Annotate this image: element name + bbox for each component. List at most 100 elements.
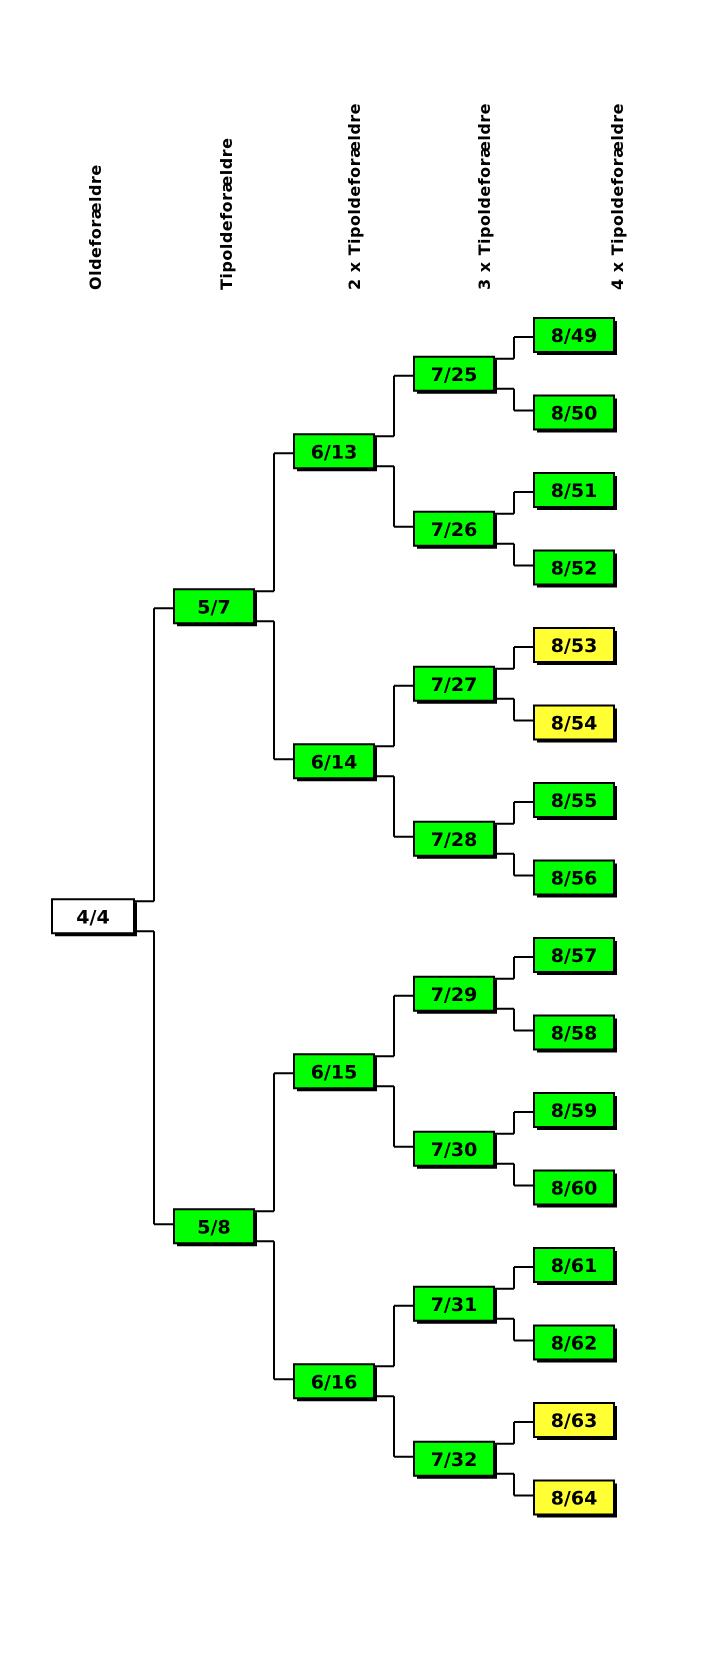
ancestor-box-8-55: 8/55: [533, 782, 617, 820]
box-label: 4/4: [76, 906, 109, 928]
box-fill: [293, 433, 375, 470]
ancestor-box-8-57: 8/57: [533, 937, 617, 975]
ancestor-box-8-56: 8/56: [533, 859, 617, 898]
ancestor-box-6-13: 6/13: [293, 433, 377, 472]
box-fill: [533, 1014, 615, 1051]
box-label: 7/26: [431, 519, 478, 541]
box-label: 7/25: [431, 364, 478, 386]
box-fill: [533, 704, 615, 741]
ancestor-box-7-31: 7/31: [413, 1285, 497, 1324]
box-fill: [413, 510, 495, 547]
box-fill: [293, 743, 375, 780]
ancestor-box-5-8: 5/8: [173, 1208, 257, 1247]
box-label: 8/50: [551, 403, 598, 425]
box-fill: [533, 317, 615, 353]
box-fill: [533, 859, 615, 896]
box-fill: [533, 937, 615, 973]
ancestor-box-6-16: 6/16: [293, 1363, 377, 1402]
ancestor-box-8-64: 8/64: [533, 1479, 617, 1518]
ancestor-box-7-26: 7/26: [413, 510, 497, 549]
box-fill: [413, 820, 495, 857]
box-fill: [533, 472, 615, 508]
box-label: 8/64: [551, 1488, 598, 1510]
ancestor-box-7-27: 7/27: [413, 665, 497, 704]
ancestor-box-5-7: 5/7: [173, 588, 257, 627]
box-label: 7/29: [431, 984, 478, 1006]
box-fill: [533, 1092, 615, 1128]
box-fill: [413, 975, 495, 1012]
box-fill: [533, 1402, 615, 1438]
box-label: 7/27: [431, 674, 478, 696]
ancestor-box-7-32: 7/32: [413, 1440, 497, 1479]
ancestor-box-4-4: 4/4: [51, 898, 137, 937]
ancestor-box-8-52: 8/52: [533, 549, 617, 588]
box-fill: [293, 1053, 375, 1090]
column-header-4: 4 x Tipoldeforældre: [608, 103, 627, 290]
column-headers: Oldeforældre Tipoldeforældre 2 x Tipolde…: [86, 103, 627, 290]
box-fill: [173, 588, 255, 625]
box-label: 8/59: [551, 1100, 598, 1122]
column-header-0: Oldeforældre: [86, 164, 105, 290]
box-fill: [173, 1208, 255, 1245]
box-fill: [413, 1285, 495, 1322]
ancestor-box-7-25: 7/25: [413, 355, 497, 394]
connector-lines: [134, 336, 534, 1497]
ancestor-box-8-61: 8/61: [533, 1247, 617, 1285]
ancestor-box-8-63: 8/63: [533, 1402, 617, 1440]
box-label: 8/55: [551, 790, 598, 812]
box-fill: [533, 1479, 615, 1516]
box-fill: [293, 1363, 375, 1400]
box-label: 8/56: [551, 868, 598, 890]
box-fill: [413, 355, 495, 392]
box-label: 6/14: [311, 751, 358, 773]
box-label: 5/7: [197, 596, 230, 618]
box-label: 8/63: [551, 1410, 598, 1432]
box-label: 7/28: [431, 829, 478, 851]
ancestor-box-7-30: 7/30: [413, 1130, 497, 1169]
box-fill: [533, 549, 615, 586]
box-label: 7/30: [431, 1139, 478, 1161]
box-fill: [533, 394, 615, 431]
box-label: 8/62: [551, 1333, 598, 1355]
box-fill: [413, 1130, 495, 1167]
ancestor-nodes: 8/49 8/50 7/25 8/51 8/52 7/26 6/13 8/53 8/54 7/27…: [51, 317, 617, 1518]
ancestor-box-8-62: 8/62: [533, 1324, 617, 1363]
box-label: 6/16: [311, 1371, 358, 1393]
ancestor-box-8-59: 8/59: [533, 1092, 617, 1130]
box-fill: [413, 665, 495, 702]
ancestor-box-8-54: 8/54: [533, 704, 617, 743]
ancestor-box-8-51: 8/51: [533, 472, 617, 510]
box-fill: [533, 1247, 615, 1283]
box-label: 8/54: [551, 713, 598, 735]
box-fill: [533, 627, 615, 663]
box-fill: [413, 1440, 495, 1477]
box-fill: [533, 782, 615, 818]
column-header-1: Tipoldeforældre: [217, 138, 236, 290]
ancestor-box-7-29: 7/29: [413, 975, 497, 1014]
box-label: 8/53: [551, 635, 598, 657]
ancestor-box-6-14: 6/14: [293, 743, 377, 782]
box-label: 8/57: [551, 945, 598, 967]
ancestor-box-8-50: 8/50: [533, 394, 617, 433]
box-label: 8/52: [551, 558, 598, 580]
ancestor-box-8-49: 8/49: [533, 317, 617, 355]
box-label: 7/31: [431, 1294, 478, 1316]
box-label: 8/61: [551, 1255, 598, 1277]
box-label: 5/8: [197, 1216, 230, 1238]
box-fill: [533, 1169, 615, 1206]
box-fill: [51, 898, 135, 935]
ancestor-box-7-28: 7/28: [413, 820, 497, 859]
box-label: 6/15: [311, 1061, 358, 1083]
ancestor-box-8-58: 8/58: [533, 1014, 617, 1053]
box-label: 8/58: [551, 1023, 598, 1045]
box-label: 6/13: [311, 441, 358, 463]
box-label: 8/51: [551, 480, 598, 502]
column-header-2: 2 x Tipoldeforældre: [345, 103, 364, 290]
box-label: 7/32: [431, 1449, 478, 1471]
ancestor-box-8-60: 8/60: [533, 1169, 617, 1208]
column-header-3: 3 x Tipoldeforældre: [475, 103, 494, 290]
ancestor-box-6-15: 6/15: [293, 1053, 377, 1092]
box-fill: [533, 1324, 615, 1361]
box-label: 8/60: [551, 1178, 598, 1200]
